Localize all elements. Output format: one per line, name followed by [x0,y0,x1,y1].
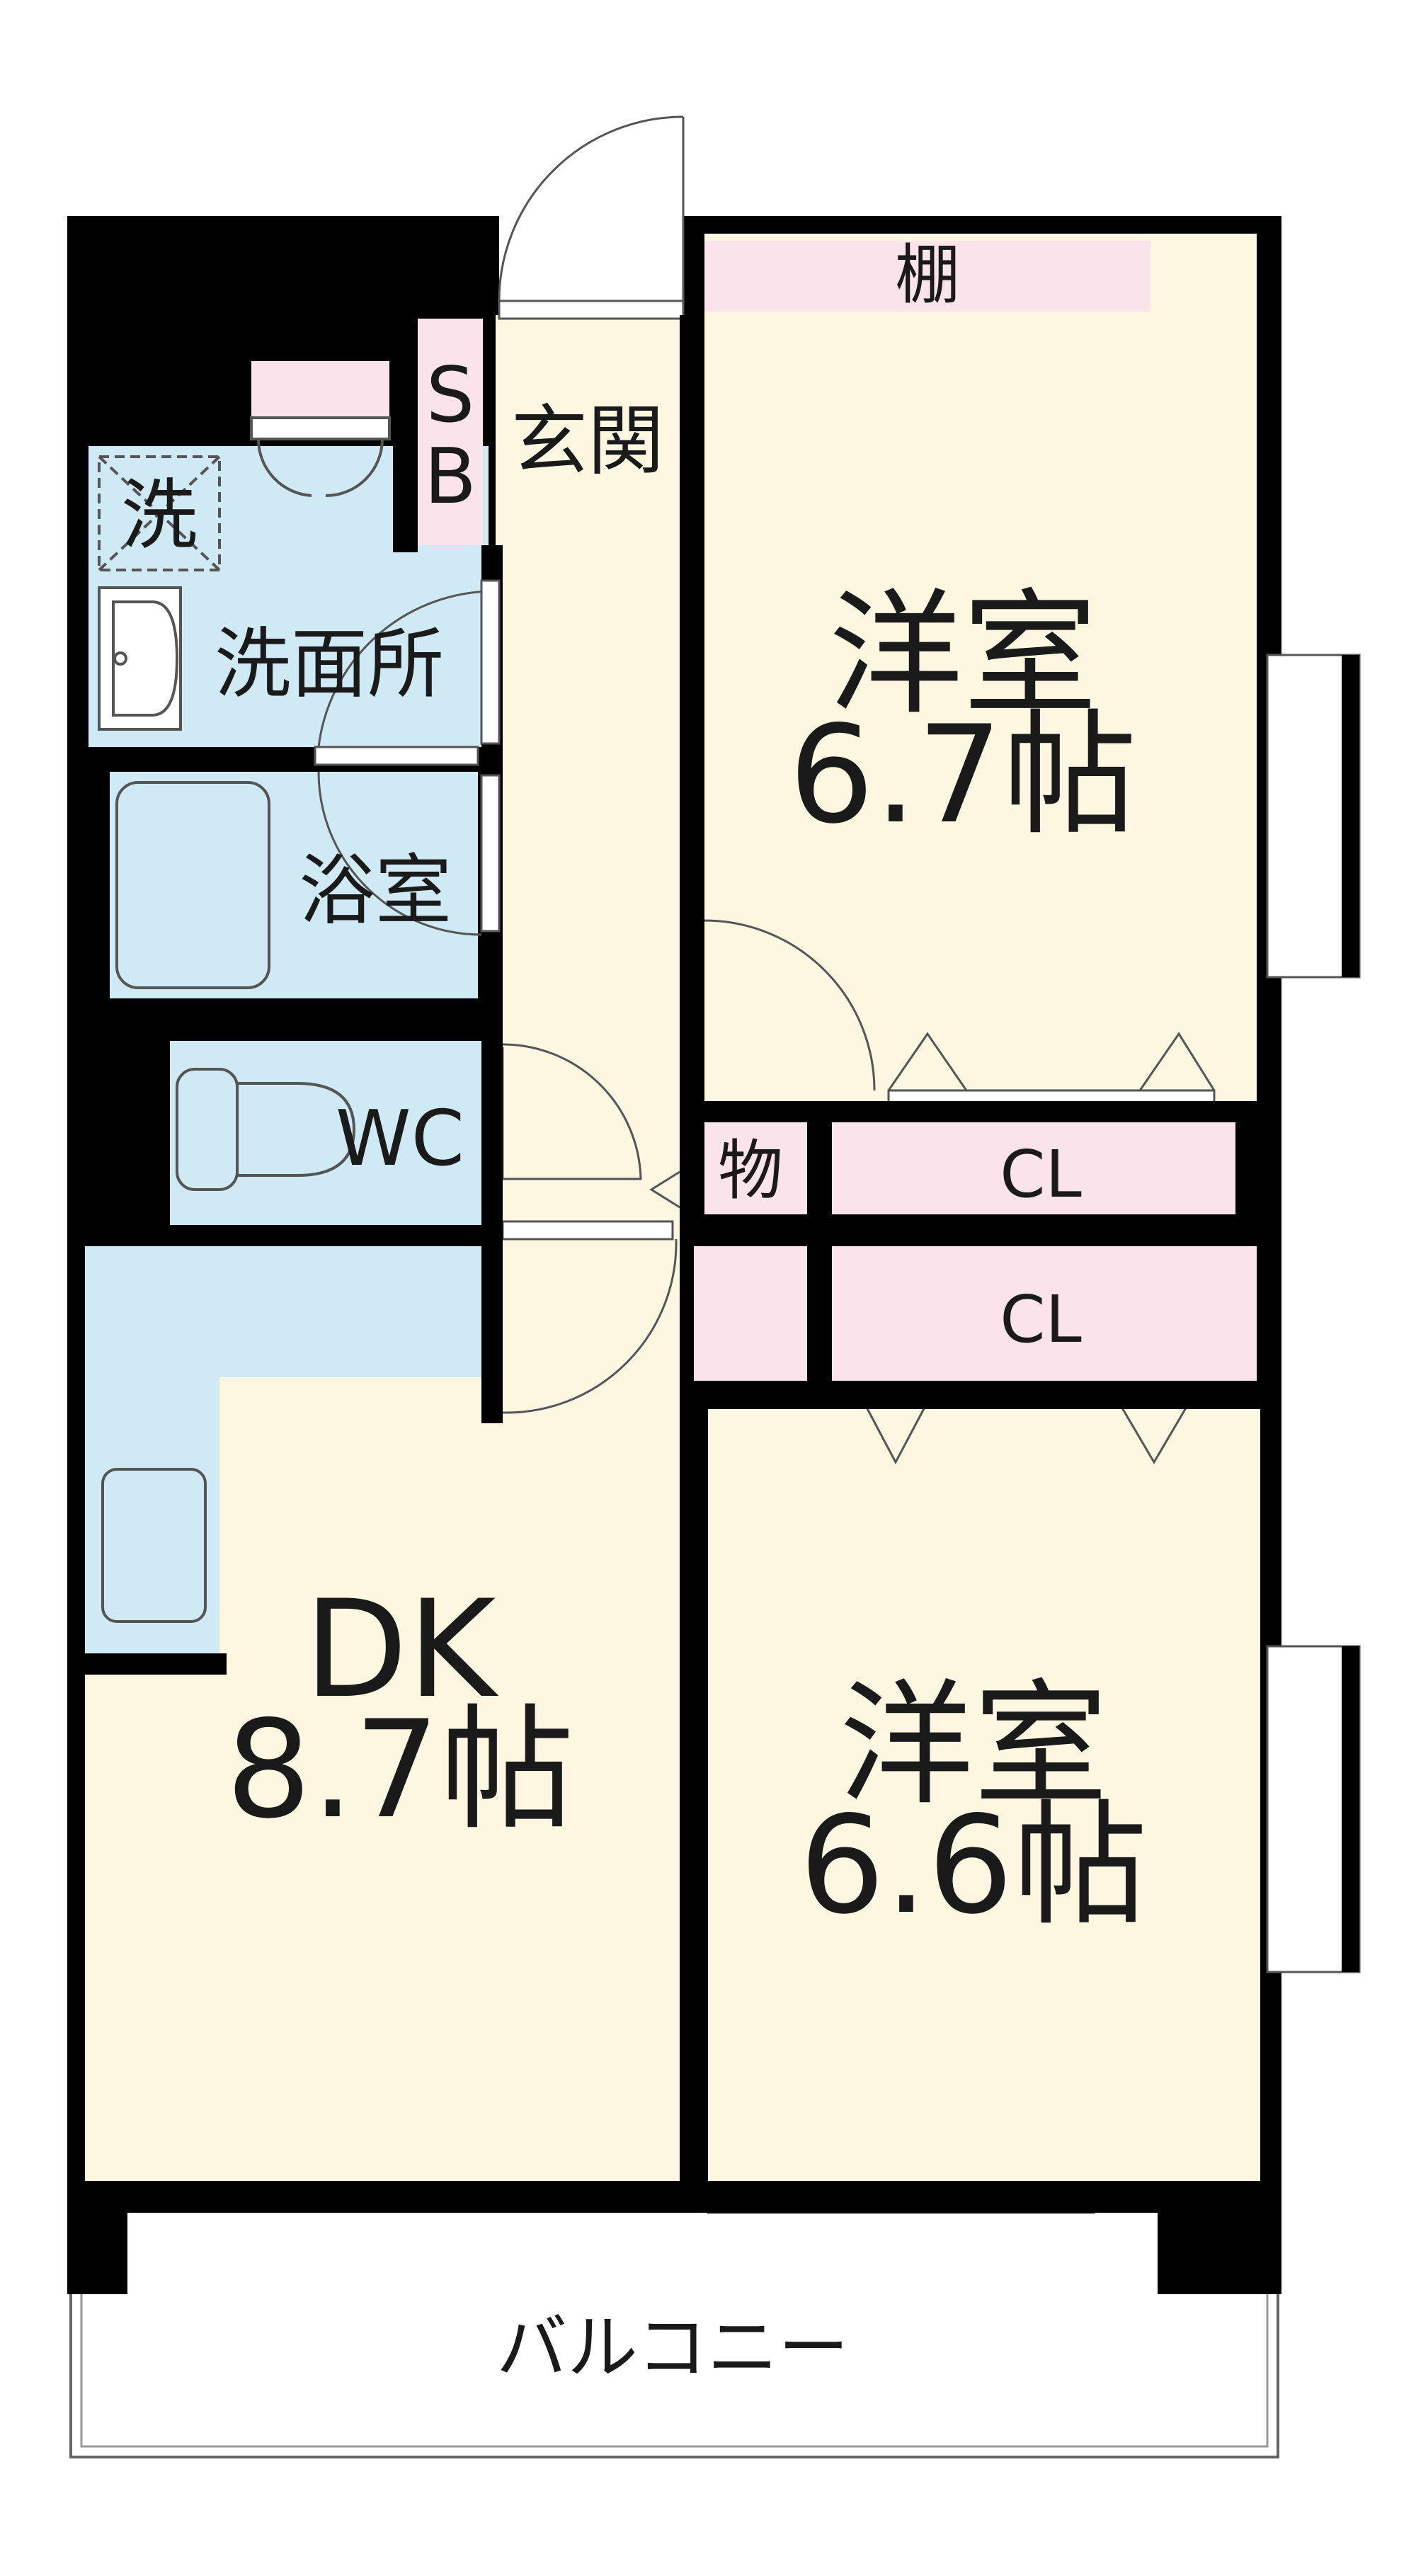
internal-walls [67,315,1281,2213]
closet-2-label: CL [1000,1282,1082,1357]
fixtures [98,416,391,1623]
bathtub-icon [115,781,270,989]
western-room-2-floor [708,1409,1260,2181]
shelf-floor [704,241,1150,312]
door-swing-icon [502,1043,642,1180]
washroom-shelf [251,361,389,418]
bathroom-label: 浴室 [299,847,452,935]
dk-floor [85,1243,680,2181]
shoe-box-floor [418,319,483,545]
storage-lower-floor [694,1246,807,1381]
western-room-2-size: 6.6帖 [799,1787,1148,1944]
shelf-label: 棚 [895,237,960,313]
kitchen-floor [85,1246,485,1653]
balcony [67,2181,1281,2458]
bathroom-floor [110,772,478,998]
door-swing-icon [498,115,685,302]
washbasin-icon [112,600,179,717]
western-room-1-floor [704,234,1257,1108]
shoe-box-label-s: S [426,351,475,440]
western-room-1-size: 6.7帖 [789,697,1137,853]
closet-1-floor [832,1122,1235,1214]
washer-label: 洗 [121,472,198,560]
labels: 洋室 6.7帖 洋室 6.6帖 DK 8.7帖 玄関 S B 洗面所 洗 浴室 … [121,237,1148,2389]
openings [314,579,501,933]
entrance-door [498,113,685,320]
dk-size: 8.7帖 [226,1692,574,1848]
hallway-floor [503,556,680,1243]
closet-1-label: CL [1000,1136,1082,1212]
western-room-1-name: 洋室 [828,576,1097,733]
balcony-label: バルコニー [496,2306,849,2389]
windows [1266,654,1361,1973]
closet-2-floor [832,1246,1257,1381]
door-swing-icon [704,919,876,1091]
room-floors [85,234,1260,2181]
entrance-label: 玄関 [511,397,664,486]
washroom-label: 洗面所 [215,620,444,709]
door-swing-icon [317,771,482,936]
storage-floor [694,1122,807,1214]
western-room-2-name: 洋室 [839,1667,1108,1823]
entrance-floor [496,315,683,556]
dk-name: DK [304,1571,499,1728]
door-swing-icon [502,1238,678,1414]
washer-pan-icon [98,455,221,571]
door-swing-icon [317,590,496,748]
shoe-box-label-b: B [424,433,476,521]
storage-label: 物 [718,1133,783,1209]
toilet-label: WC [336,1095,464,1183]
toilet-floor [170,1041,481,1225]
kitchen-sink-icon [101,1468,207,1623]
